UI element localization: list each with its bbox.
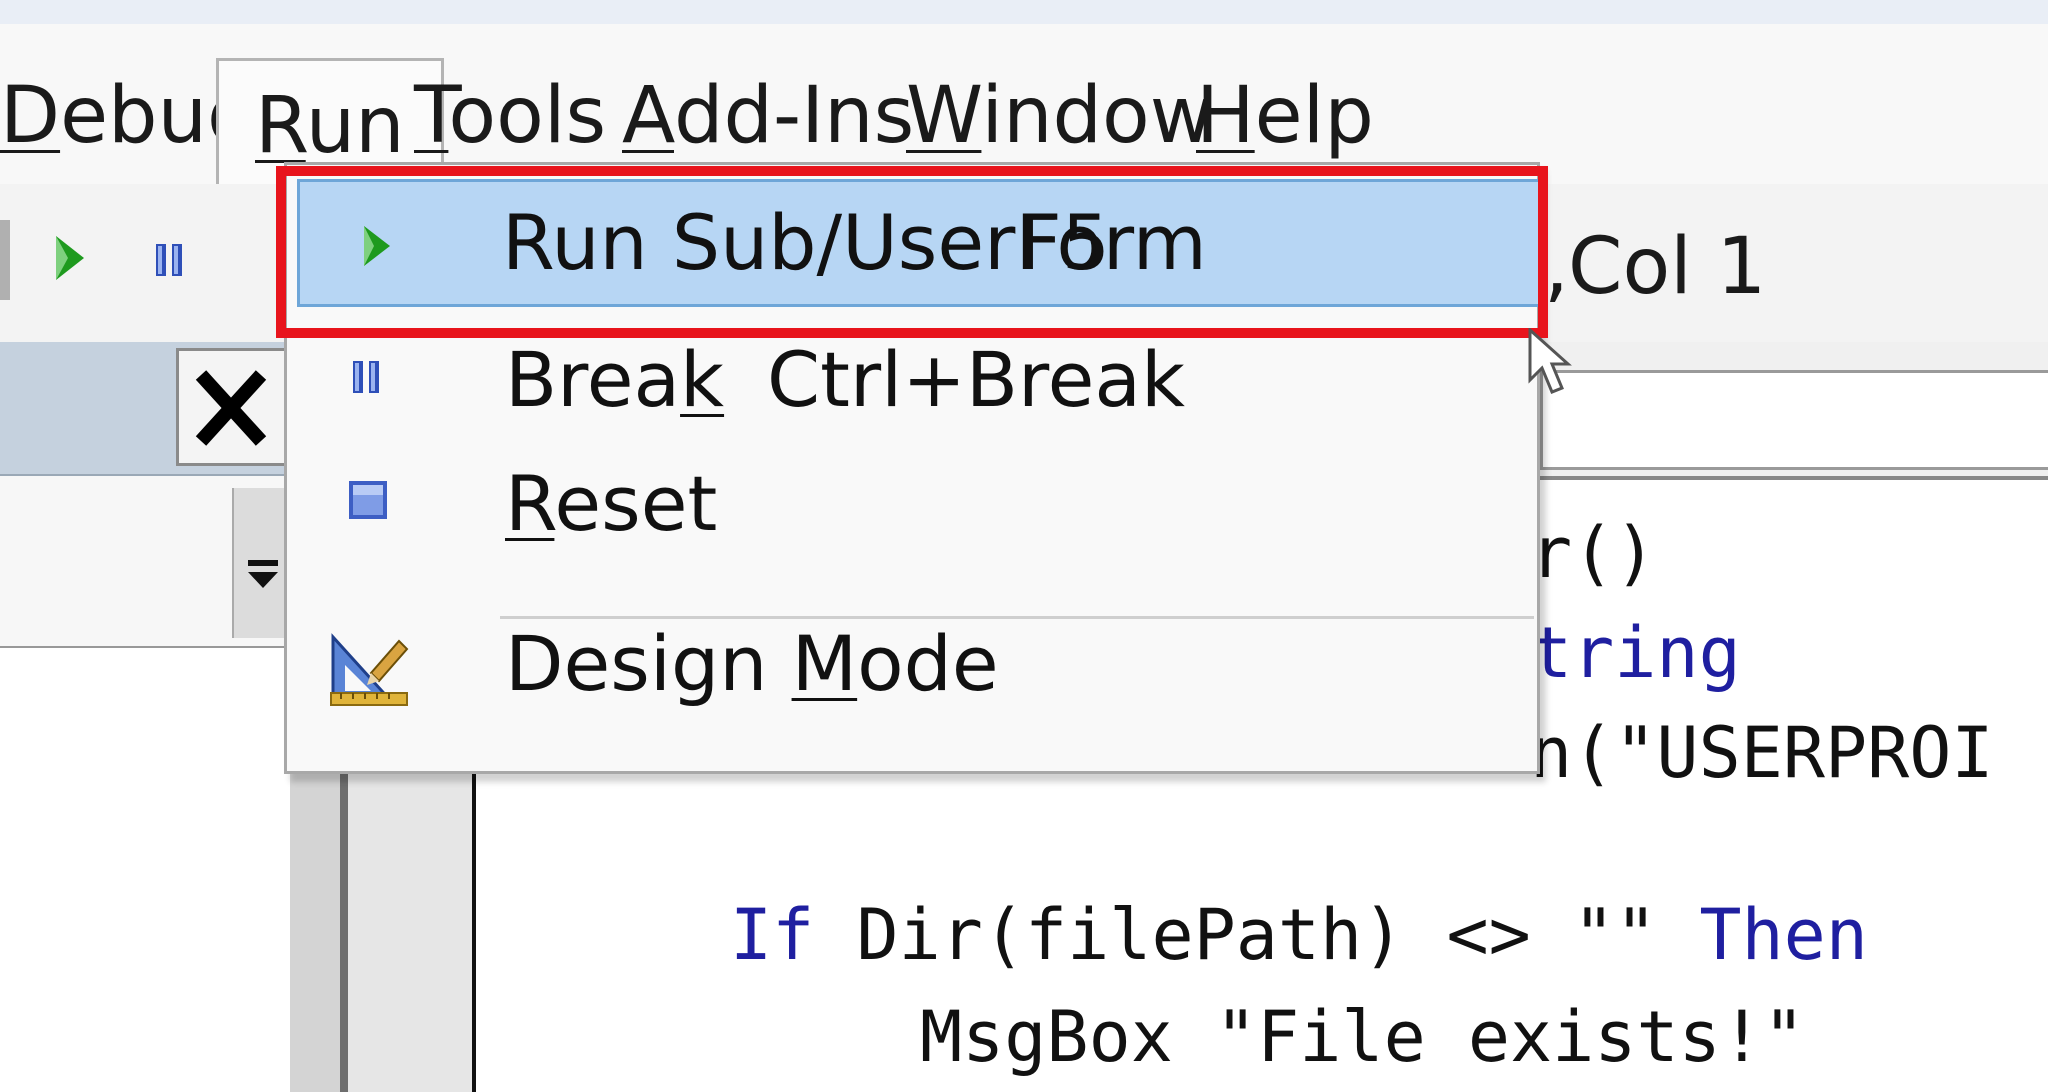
menu-item-run-sub-userform[interactable]: Run Sub/UserForm F5	[297, 179, 1541, 307]
cursor-position-separator: ,	[1544, 222, 1569, 312]
toolbar-run-button[interactable]	[50, 230, 90, 290]
toolbar-separator	[0, 220, 10, 300]
menu-item-design-mode[interactable]: Design Mode	[287, 609, 1537, 749]
close-icon	[195, 370, 267, 446]
code-line-msgbox: MsgBox "File exists!"	[920, 996, 1806, 1078]
code-margin-line	[472, 648, 476, 1092]
splitter-line	[340, 648, 348, 1092]
menu-tools[interactable]: Tools	[414, 71, 607, 161]
run-menu-dropdown: Run Sub/UserForm F5 Break Ctrl+Break Res…	[284, 162, 1541, 774]
code-line-1: r()	[1530, 512, 1657, 594]
menu-item-reset[interactable]: Reset	[287, 451, 1537, 591]
menu-add-ins[interactable]: Add-Ins	[622, 71, 915, 161]
title-bar-strip	[0, 0, 2048, 24]
menu-help[interactable]: Help	[1196, 71, 1374, 161]
menu-window[interactable]: Window	[906, 71, 1214, 161]
project-explorer-body	[0, 648, 290, 1092]
run-icon	[56, 236, 84, 280]
toolbar-break-button[interactable]	[152, 240, 188, 284]
code-line-3: n("USERPROI	[1530, 712, 1994, 794]
pause-icon	[353, 361, 379, 393]
procedure-combo[interactable]	[1540, 370, 2048, 470]
run-icon	[364, 226, 390, 266]
menu-item-break[interactable]: Break Ctrl+Break	[287, 323, 1537, 463]
code-window-border	[1540, 476, 2048, 482]
code-line-2: tring	[1530, 612, 1741, 694]
pause-icon	[156, 244, 182, 276]
menu-bar: Debug Run Tools Add-Ins Window Help	[0, 24, 2048, 188]
combo-dropdown-button[interactable]	[232, 488, 292, 638]
shortcut-ctrl-break: Ctrl+Break	[767, 335, 1185, 424]
highlight-callout	[276, 166, 1548, 338]
menu-separator	[500, 616, 1534, 619]
close-pane-button[interactable]	[176, 348, 288, 466]
code-line-if: If Dir(filePath) <> "" Then	[730, 894, 1868, 976]
shortcut-f5: F5	[1018, 198, 1111, 287]
stop-icon	[349, 481, 387, 519]
design-mode-icon	[330, 633, 409, 706]
cursor-position-label: Col 1	[1568, 222, 1767, 312]
chevron-down-icon	[248, 560, 278, 588]
mouse-cursor-icon	[1528, 328, 1572, 394]
